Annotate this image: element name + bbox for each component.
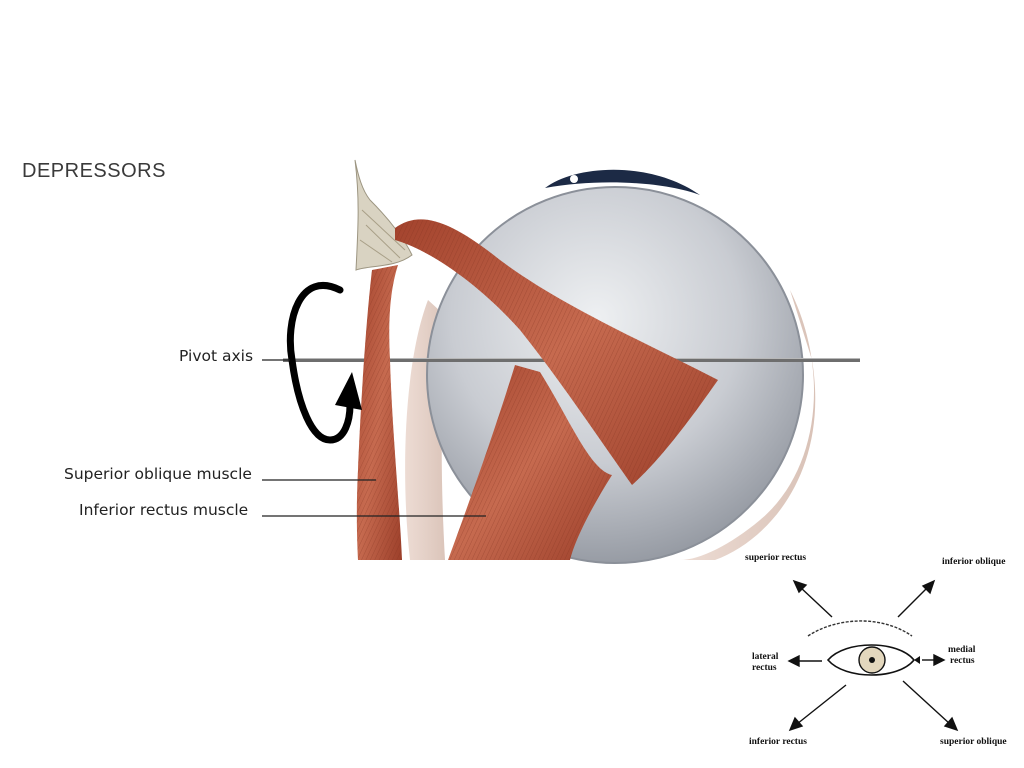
inset-label-inferior-oblique: inferior oblique: [942, 557, 1006, 567]
inset-label-superior-rectus: superior rectus: [745, 553, 807, 563]
trochlea-tendon: [354, 159, 413, 271]
rotation-arrow: [286, 281, 354, 444]
figure-heading: DEPRESSORS: [22, 160, 166, 182]
inset-label-lateral-rectus: rectus: [752, 663, 777, 673]
inset-eyebrow: [807, 620, 913, 637]
cornea-highlight: [570, 175, 578, 183]
arrow-superior-oblique: [902, 680, 951, 725]
inset-label-lateral: lateral: [752, 652, 779, 662]
arrow-inferior-rectus: [796, 684, 847, 725]
inset-label-superior-oblique: superior oblique: [940, 737, 1007, 747]
rotation-arrow-head: [335, 372, 362, 410]
arrow-superior-rectus: [799, 586, 833, 618]
inset-pupil: [869, 657, 875, 663]
inferior-rectus-label: Inferior rectus muscle: [79, 501, 249, 519]
inset-eye-diagram: [787, 579, 959, 732]
cornea: [545, 169, 700, 195]
inset-label-medial-rectus: rectus: [950, 656, 975, 666]
inset-label-inferior-rectus: inferior rectus: [749, 737, 807, 747]
arrow-inferior-oblique: [897, 586, 929, 618]
pivot-axis-label: Pivot axis: [179, 347, 254, 365]
inset-label-medial: medial: [948, 645, 976, 655]
superior-oblique-label: Superior oblique muscle: [64, 465, 252, 483]
